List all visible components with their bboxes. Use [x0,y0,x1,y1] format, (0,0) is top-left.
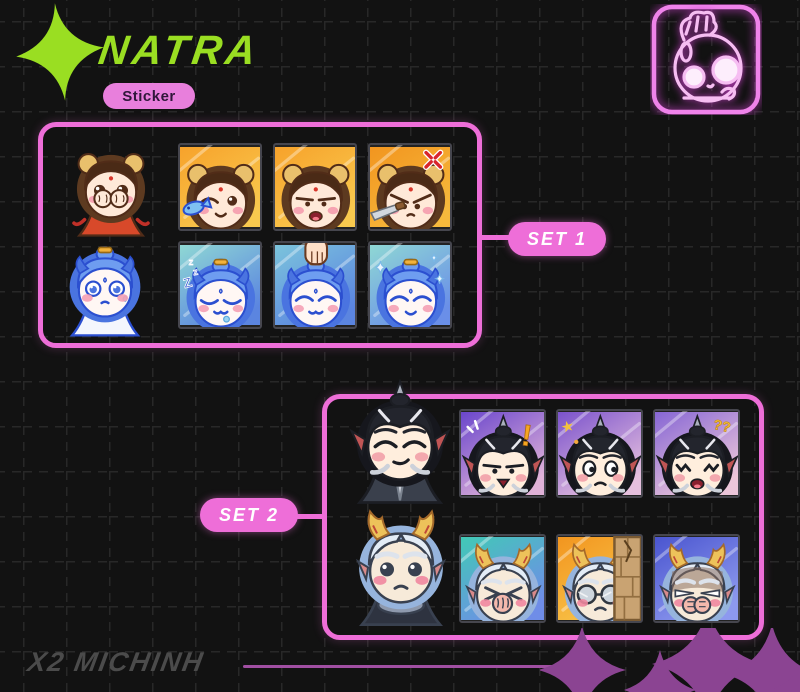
sticker-tile-aobing-giggle [368,241,452,329]
character-figure-shengongbao-full [344,375,456,507]
set-1-pill: SET 1 [508,222,606,256]
sticker-tile-aobing-headpat [273,241,357,329]
sticker-tile-aoguang-furious [653,534,740,623]
svg-text:z: z [192,267,199,279]
character-figure-aoguang-full [340,501,462,629]
mascot-neon-icon [651,4,761,115]
sticker-tile-nezha-angry-knife [368,143,452,231]
svg-text:★: ★ [559,417,576,437]
set-2-label: SET 2 [218,504,280,525]
sparkle-cluster-icon [540,628,800,692]
brand-tag-label: Sticker [122,87,176,105]
brand-tag-pill: Sticker [103,83,195,109]
sticker-tile-shen-smug-star: ★ [556,409,643,498]
svg-text:Z: Z [189,258,194,267]
divider-line [243,665,581,668]
sticker-tile-shen-flustered: ! [459,409,546,498]
character-figure-aobing-full [43,231,167,339]
sticker-tile-shen-wailing: ?? [653,409,740,498]
sticker-tile-nezha-wink-snack [178,143,262,231]
sticker-tile-aoguang-wall-sulk [556,534,643,623]
sticker-tile-nezha-smug [273,143,357,231]
set-2-pill: SET 2 [200,498,298,532]
set-1-connector [478,235,512,240]
brand-star-icon [16,3,104,101]
svg-text:??: ?? [712,416,732,435]
credit-text: X2 MICHINH [25,647,207,677]
set-1-label: SET 1 [526,228,588,249]
sticker-tile-aoguang-laughing [459,534,546,623]
set-2-connector [294,514,326,519]
brand-title: NATRA [95,27,263,73]
character-figure-nezha-full [55,135,167,239]
